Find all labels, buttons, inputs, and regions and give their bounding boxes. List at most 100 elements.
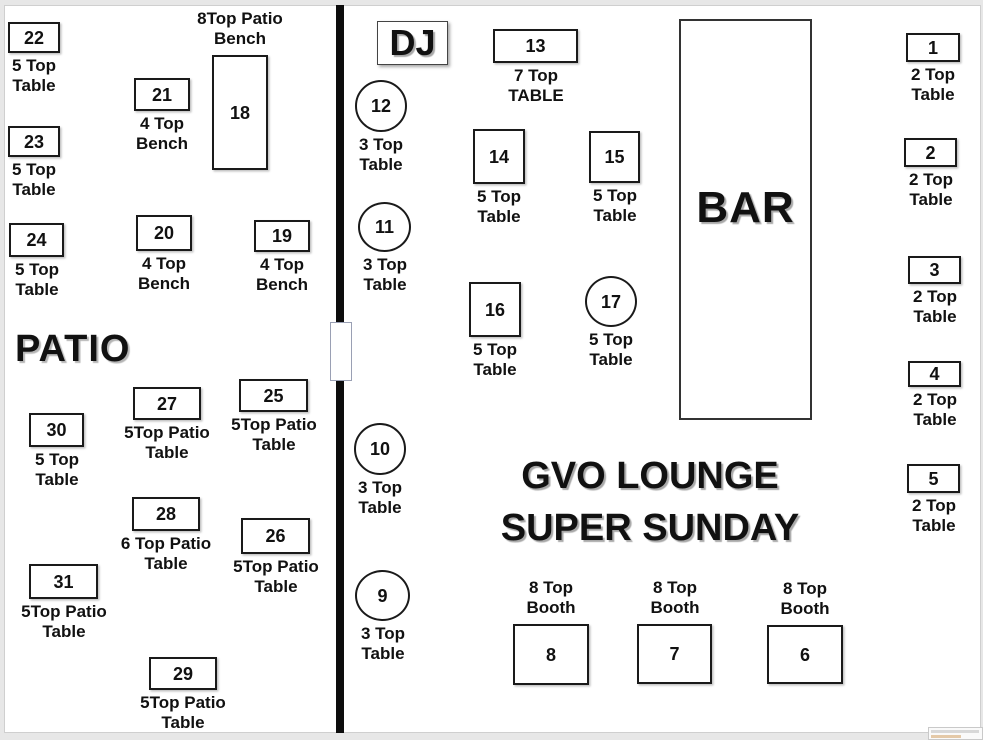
table-2-number: 2: [925, 142, 936, 163]
table-17[interactable]: 17: [585, 276, 637, 327]
table-21[interactable]: 21: [134, 78, 190, 111]
patio-area-label: PATIO: [15, 328, 131, 370]
canvas-background: [4, 5, 981, 733]
table-20[interactable]: 20: [136, 215, 192, 251]
table-18[interactable]: 18: [212, 55, 268, 170]
table-15[interactable]: 15: [589, 131, 640, 183]
artifact-line: [931, 735, 961, 738]
table-15-seating-label: 5 Top Table: [592, 186, 638, 225]
table-1[interactable]: 1: [906, 33, 960, 62]
table-21-seating-label: 4 Top Bench: [136, 114, 188, 153]
table-30[interactable]: 30: [29, 413, 84, 447]
table-15-number: 15: [604, 147, 625, 167]
table-13[interactable]: 13: [493, 29, 578, 63]
table-12[interactable]: 12: [355, 80, 407, 132]
table-22-number: 22: [23, 27, 45, 48]
table-11[interactable]: 11: [358, 202, 411, 252]
lounge-title: GVO LOUNGE SUPER SUNDAY: [490, 450, 810, 554]
table-27[interactable]: 27: [133, 387, 201, 420]
table-24[interactable]: 24: [9, 223, 64, 257]
table-14-number: 14: [488, 146, 510, 167]
table-4[interactable]: 4: [908, 361, 961, 387]
table-9-number: 9: [377, 585, 388, 606]
table-2[interactable]: 2: [904, 138, 957, 167]
table-8-seating-label: 8 Top Booth: [526, 578, 576, 617]
table-7[interactable]: 7: [637, 624, 712, 684]
table-23-number: 23: [23, 131, 45, 152]
table-7-seating-label: 8 Top Booth: [650, 578, 700, 617]
table-6[interactable]: 6: [767, 625, 843, 684]
lounge-title-line1: GVO LOUNGE: [521, 455, 779, 497]
table-25-number: 25: [263, 385, 284, 406]
table-6-number: 6: [799, 644, 810, 665]
table-31-seating-label: 5Top Patio Table: [21, 602, 107, 641]
artifact-line: [931, 730, 979, 733]
table-16-seating-label: 5 Top Table: [472, 340, 518, 379]
table-28-number: 28: [155, 504, 177, 524]
door-opening: [330, 322, 352, 381]
table-11-number: 11: [374, 217, 395, 237]
table-16-number: 16: [484, 299, 506, 320]
table-25-seating-label: 5Top Patio Table: [231, 415, 317, 454]
table-10-number: 10: [369, 439, 391, 459]
table-16[interactable]: 16: [469, 282, 521, 337]
table-8-number: 8: [545, 644, 556, 665]
table-12-seating-label: 3 Top Table: [358, 135, 404, 174]
table-7-number: 7: [669, 644, 680, 664]
table-10-seating-label: 3 Top Table: [357, 478, 403, 517]
table-8[interactable]: 8: [513, 624, 589, 685]
table-22[interactable]: 22: [8, 22, 60, 53]
table-21-number: 21: [151, 84, 173, 105]
table-11-seating-label: 3 Top Table: [362, 255, 408, 294]
table-20-number: 20: [153, 223, 175, 243]
table-27-number: 27: [156, 393, 178, 414]
table-5-seating-label: 2 Top Table: [911, 496, 957, 535]
table-26[interactable]: 26: [241, 518, 310, 554]
table-26-seating-label: 5Top Patio Table: [233, 557, 319, 596]
table-27-seating-label: 5Top Patio Table: [124, 423, 210, 462]
table-14[interactable]: 14: [473, 129, 525, 184]
bar-label: BAR: [696, 183, 795, 232]
table-17-number: 17: [600, 291, 622, 312]
bar-area: [679, 19, 812, 420]
table-13-number: 13: [525, 36, 546, 56]
dj-label: DJ: [389, 22, 436, 63]
table-12-number: 12: [370, 96, 392, 116]
table-23[interactable]: 23: [8, 126, 60, 157]
table-23-seating-label: 5 Top Table: [11, 160, 57, 199]
table-5-number: 5: [928, 468, 939, 489]
table-3[interactable]: 3: [908, 256, 961, 284]
table-13-seating-label: 7 Top TABLE: [508, 66, 564, 105]
table-18-seating-label: 8Top Patio Bench: [197, 9, 283, 48]
table-30-number: 30: [46, 420, 67, 440]
table-25[interactable]: 25: [239, 379, 308, 412]
table-9-seating-label: 3 Top Table: [360, 624, 406, 663]
table-19[interactable]: 19: [254, 220, 310, 252]
table-1-seating-label: 2 Top Table: [910, 65, 956, 104]
table-14-seating-label: 5 Top Table: [476, 187, 522, 226]
table-24-number: 24: [26, 230, 47, 250]
table-18-number: 18: [229, 102, 251, 123]
table-20-seating-label: 4 Top Bench: [138, 254, 190, 293]
table-1-number: 1: [927, 37, 938, 58]
table-19-number: 19: [271, 226, 293, 246]
table-19-seating-label: 4 Top Bench: [256, 255, 308, 294]
table-10[interactable]: 10: [354, 423, 406, 475]
table-3-number: 3: [929, 260, 940, 280]
table-31[interactable]: 31: [29, 564, 98, 599]
table-4-seating-label: 2 Top Table: [912, 390, 958, 429]
table-9[interactable]: 9: [355, 570, 410, 621]
table-17-seating-label: 5 Top Table: [588, 330, 634, 369]
table-22-seating-label: 5 Top Table: [11, 56, 57, 95]
table-4-number: 4: [929, 364, 940, 384]
table-29[interactable]: 29: [149, 657, 217, 690]
table-26-number: 26: [265, 526, 286, 546]
table-5[interactable]: 5: [907, 464, 960, 493]
table-28-seating-label: 6 Top Patio Table: [120, 534, 212, 573]
dj-booth: DJ: [377, 21, 448, 65]
table-28[interactable]: 28: [132, 497, 200, 531]
table-31-number: 31: [53, 571, 74, 592]
table-30-seating-label: 5 Top Table: [34, 450, 80, 489]
lounge-title-line2: SUPER SUNDAY: [500, 507, 800, 549]
